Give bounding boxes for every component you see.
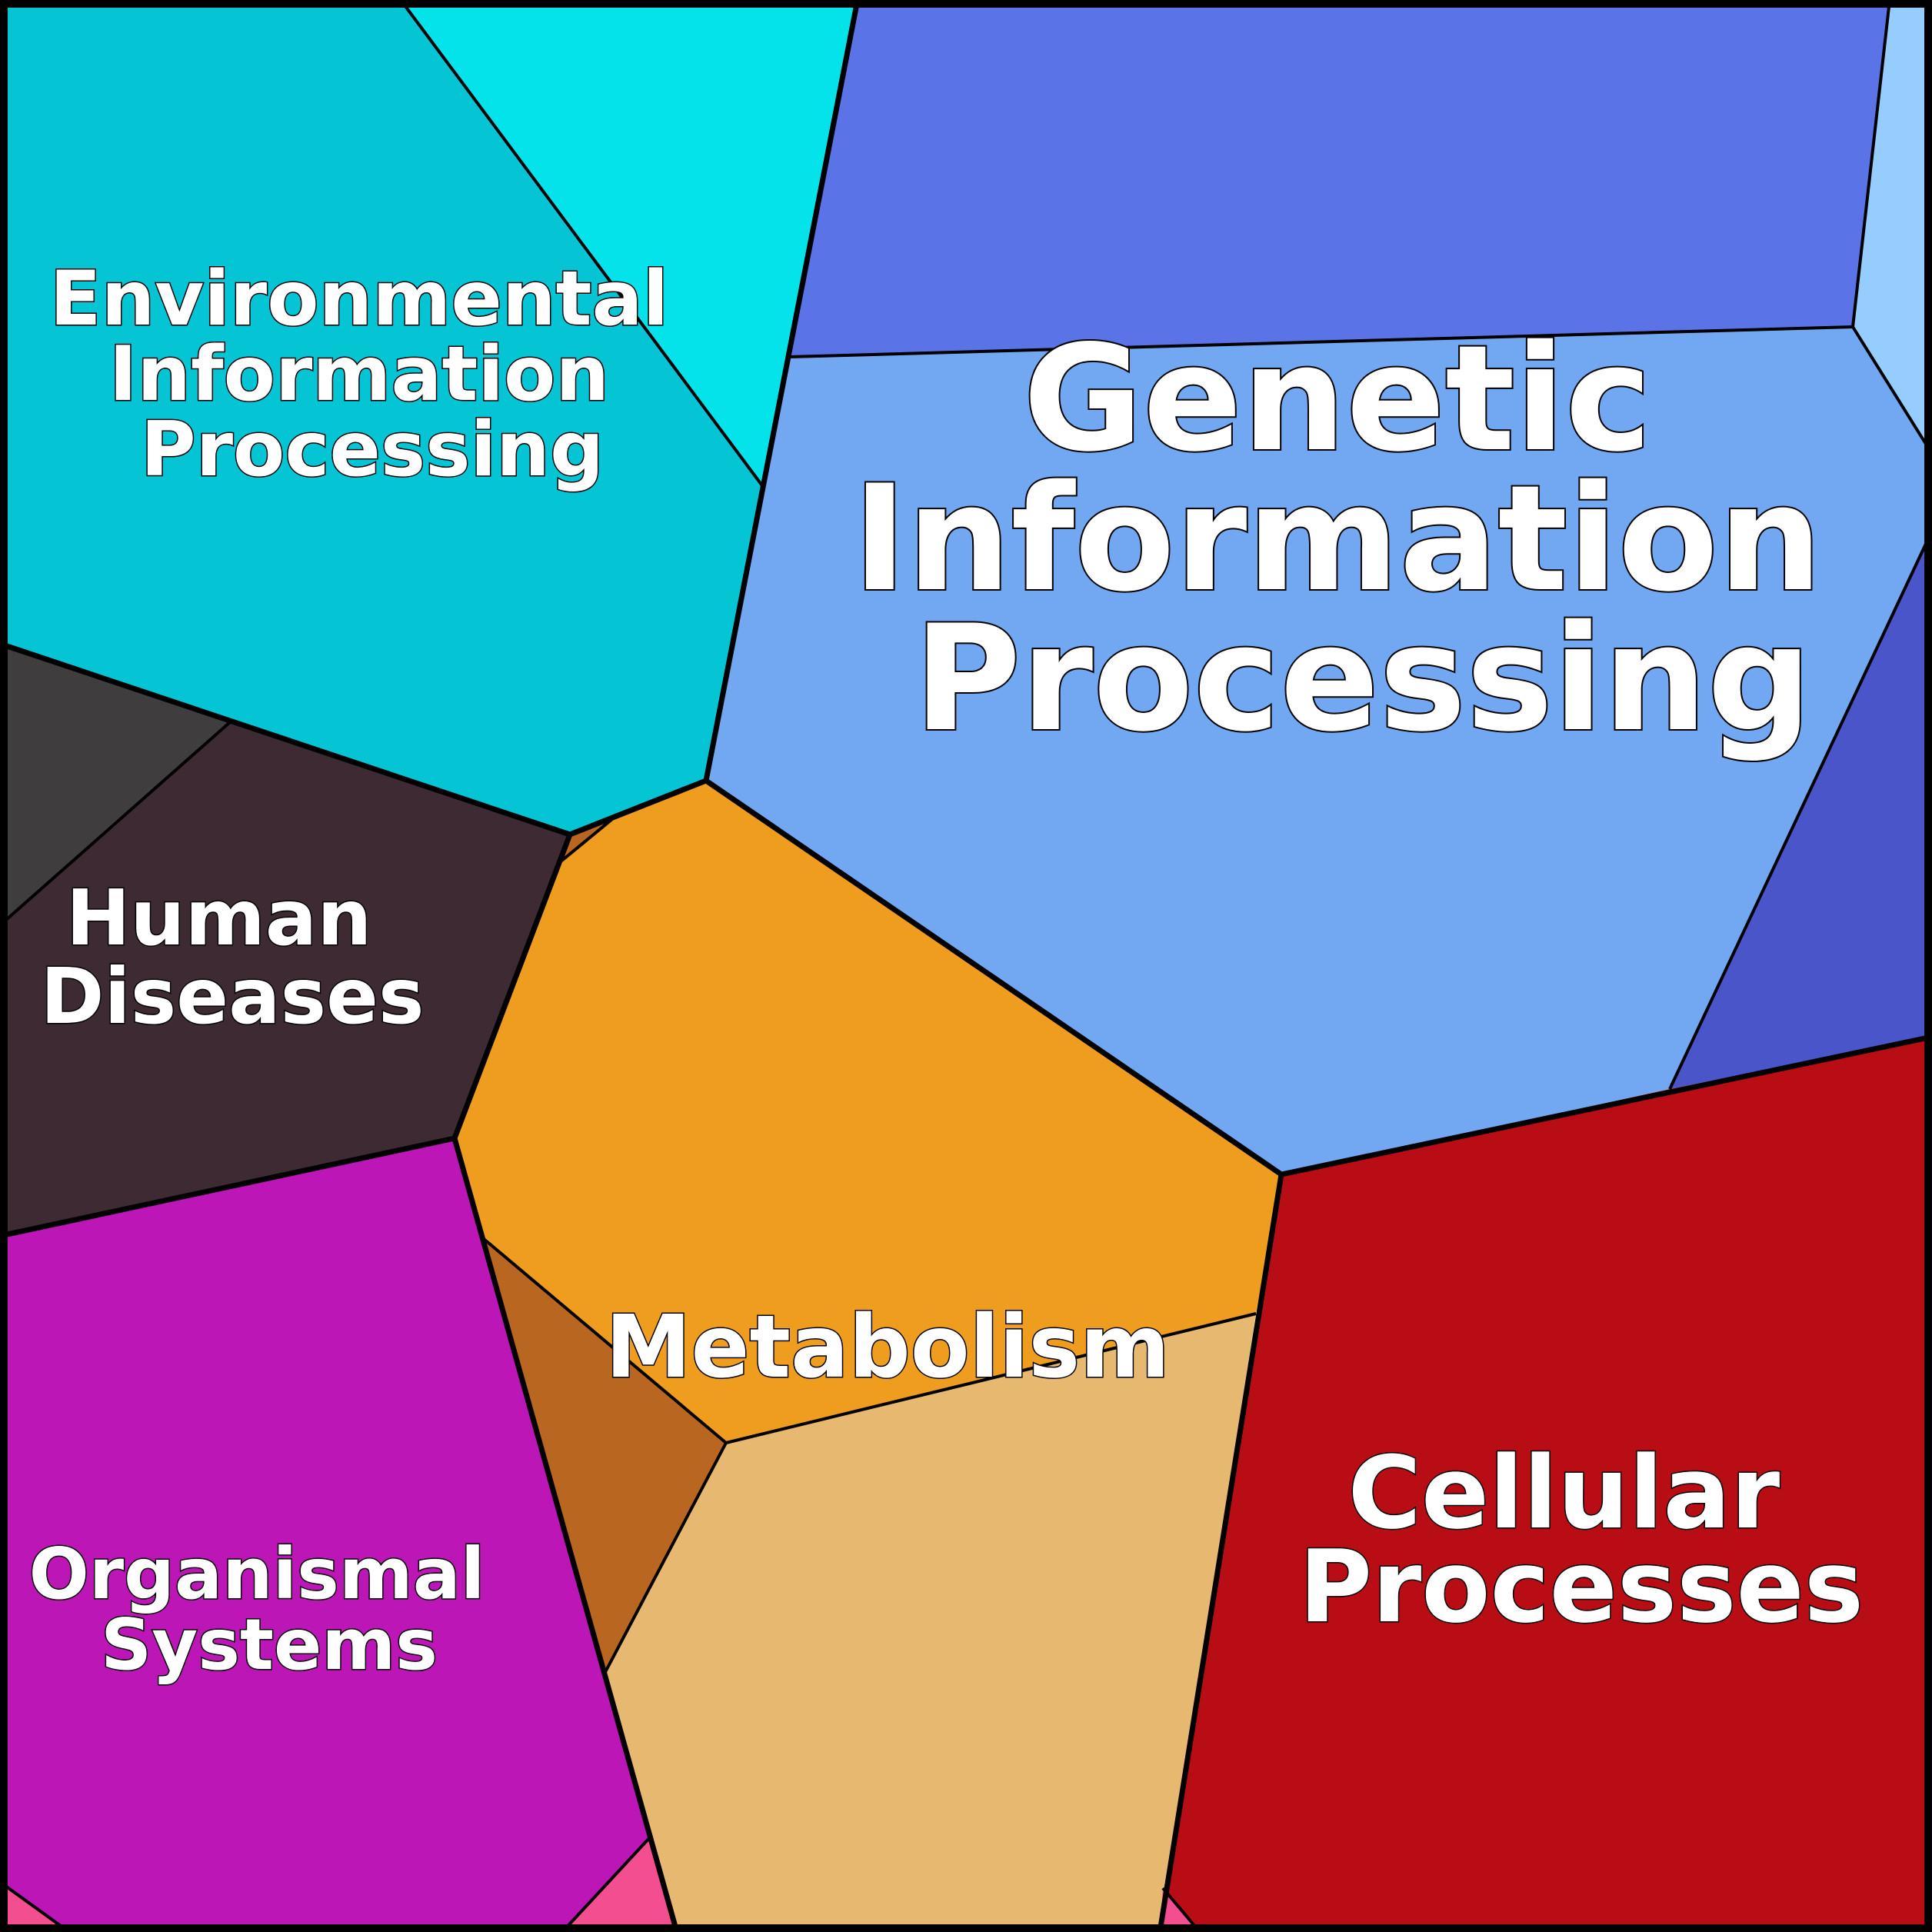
genetic-subregion-top: [790, 0, 1890, 357]
label-organismal-systems: Organismal Systems: [29, 1533, 510, 1686]
cell-metabolism: [455, 781, 1281, 1932]
cell-environmental-information-processing: [0, 0, 858, 834]
genetic-main-region: [706, 327, 1932, 1174]
organismal-systems-main-region: [0, 1138, 650, 1932]
human-diseases-main-region: [0, 722, 570, 1236]
genetic-subregion-corner: [1853, 0, 1932, 454]
label-environmental-information-processing: Environmental Information Processing: [50, 255, 695, 494]
cellular-processes-main-region: [1160, 1037, 1932, 1932]
label-cellular-processes: Cellular Processes: [1299, 1434, 1864, 1645]
metabolism-subregion-bottom: [605, 1314, 1256, 1932]
metabolism-subregion-left: [483, 1238, 726, 1672]
label-metabolism: Metabolism: [605, 1297, 1170, 1397]
human-diseases-subregion: [0, 644, 230, 925]
label-genetic-information-processing: Genetic Information Processing: [853, 314, 1874, 764]
cell-human-diseases: [0, 644, 570, 1236]
cell-genetic-information-processing: [706, 0, 1932, 1174]
organismal-systems-subregion-bottom: [562, 1837, 677, 1932]
metabolism-main-region: [455, 781, 1281, 1443]
environmental-subregion: [401, 0, 858, 488]
environmental-main-region: [0, 0, 764, 834]
label-human-diseases: Human Diseases: [41, 873, 425, 1041]
